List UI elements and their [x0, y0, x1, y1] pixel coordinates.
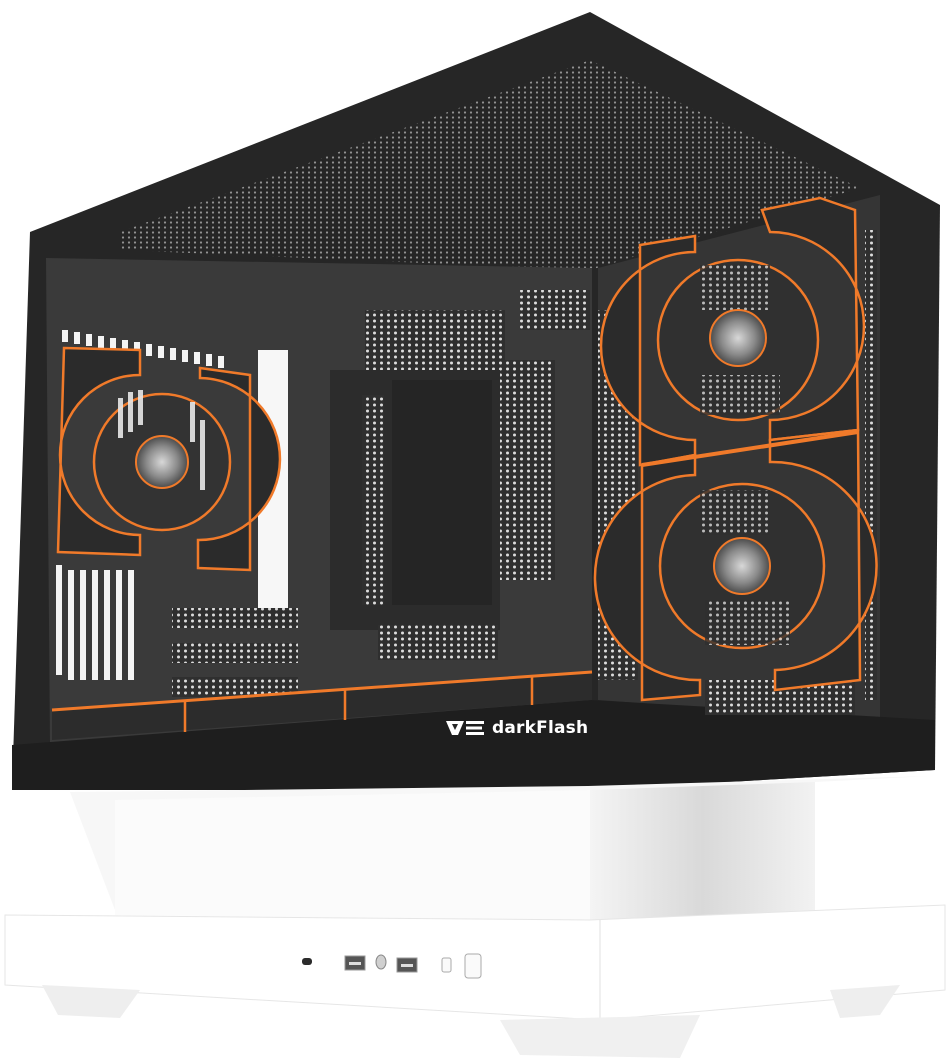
brand-name: darkFlash [492, 718, 589, 738]
psu-shroud [51, 670, 593, 740]
motherboard-tray [330, 230, 877, 715]
front-io-panel [302, 953, 482, 979]
reset-button[interactable] [441, 957, 452, 973]
front-fan-bottom [593, 428, 878, 702]
usb-c-port[interactable] [302, 958, 312, 965]
rear-fan [56, 346, 282, 572]
audio-jack[interactable] [375, 954, 387, 970]
power-button[interactable] [464, 953, 482, 979]
front-fan-top [599, 196, 866, 467]
brand-logo: darkFlash [446, 718, 588, 738]
top-mesh-panel [120, 60, 860, 270]
white-base [4, 776, 946, 1058]
darkflash-logo-icon [446, 721, 484, 735]
